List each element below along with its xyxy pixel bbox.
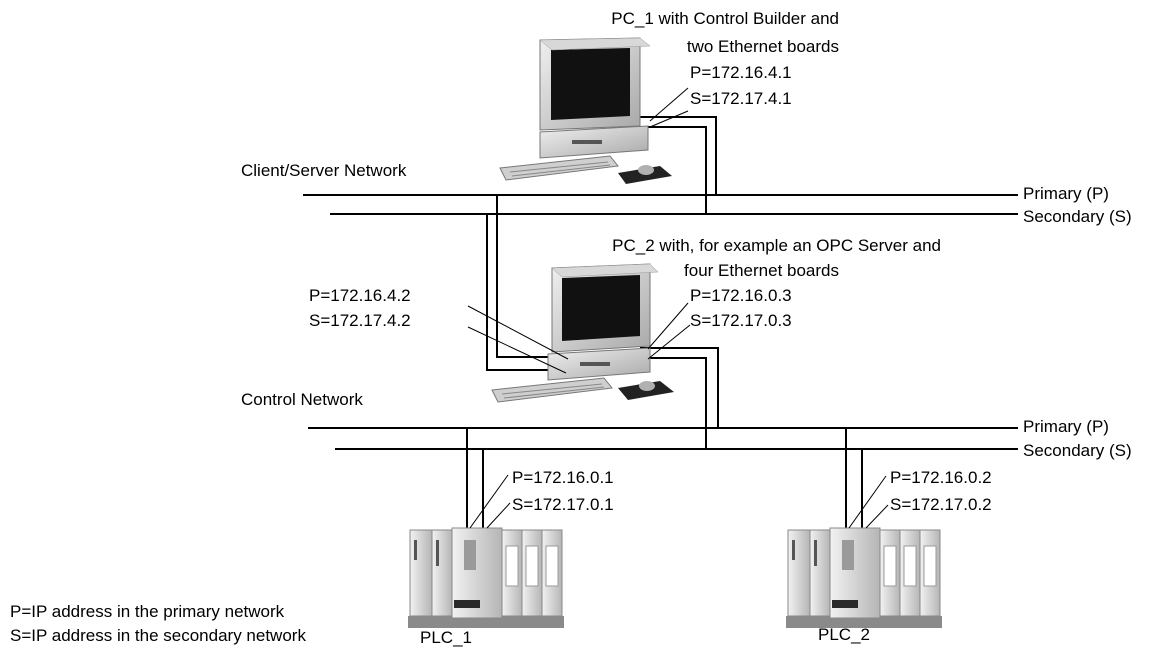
pc2-left-secondary-leader xyxy=(467,326,567,374)
pc1-mouse xyxy=(638,165,654,175)
plc1-ports xyxy=(454,600,480,608)
pc2-mouse xyxy=(639,381,655,391)
plc2-secondary-leader xyxy=(865,504,889,529)
plc1-rack xyxy=(408,527,564,628)
pc2-caption-line2: four Ethernet boards xyxy=(684,261,839,280)
plc2-baseplate xyxy=(786,616,942,628)
pc2-right-secondary-ip: S=172.17.0.3 xyxy=(690,311,792,330)
pc2-left-secondary-cable xyxy=(486,214,575,371)
cs-network-label: Client/Server Network xyxy=(241,161,407,180)
pc2-left-secondary-ip: S=172.17.4.2 xyxy=(309,311,411,330)
plc1-secondary-leader xyxy=(486,502,511,529)
pc2-right-primary-ip: P=172.16.0.3 xyxy=(690,286,792,305)
pc1-primary-cable xyxy=(640,116,717,195)
plc1-primary-leader xyxy=(469,474,509,529)
pc2-keyboard xyxy=(491,377,613,403)
plc1-baseplate xyxy=(408,616,564,628)
pc2-left-primary-ip: P=172.16.4.2 xyxy=(309,286,411,305)
ctrl-primary-label: Primary (P) xyxy=(1023,417,1109,436)
plc2-rack xyxy=(786,527,942,628)
cs-secondary-label: Secondary (S) xyxy=(1023,207,1132,226)
plc1-primary-ip: P=172.16.0.1 xyxy=(512,468,614,487)
plc1-secondary-ip: S=172.17.0.1 xyxy=(512,495,614,514)
ctrl-network-label: Control Network xyxy=(241,390,363,409)
client-server-network xyxy=(303,194,1018,215)
control-network xyxy=(308,427,1018,450)
pc1-secondary-ip: S=172.17.4.1 xyxy=(690,89,792,108)
pc2-left-primary-leader xyxy=(467,305,569,360)
pc1-primary-leader xyxy=(649,87,689,122)
cs-primary-label: Primary (P) xyxy=(1023,184,1109,203)
pc1-keyboard xyxy=(499,155,619,181)
plc2-primary-ip: P=172.16.0.2 xyxy=(890,468,992,487)
pc1-secondary-leader xyxy=(649,110,689,128)
cables xyxy=(466,116,863,528)
pc1-secondary-cable xyxy=(640,126,707,214)
pc1-primary-ip: P=172.16.4.1 xyxy=(690,63,792,82)
legend-secondary: S=IP address in the secondary network xyxy=(10,626,306,645)
pc2-right-primary-cable xyxy=(640,347,719,428)
pc1-computer xyxy=(499,37,672,184)
plc1-name: PLC_1 xyxy=(420,628,472,647)
pc2-right-secondary-leader xyxy=(647,324,691,360)
plc2-ports xyxy=(832,600,858,608)
pc1-mouse-pad xyxy=(618,166,672,184)
pc2-right-primary-leader xyxy=(647,302,689,350)
pc2-computer xyxy=(491,263,674,403)
pc2-screen xyxy=(562,275,640,341)
pc1-caption-line1: PC_1 with Control Builder and xyxy=(611,9,839,28)
pc1-caption-line2: two Ethernet boards xyxy=(687,37,839,56)
plc2-primary-leader xyxy=(848,475,887,529)
ctrl-secondary-label: Secondary (S) xyxy=(1023,441,1132,460)
plc2-secondary-ip: S=172.17.0.2 xyxy=(890,495,992,514)
pc2-right-secondary-cable xyxy=(640,357,707,449)
pc2-caption-line1: PC_2 with, for example an OPC Server and xyxy=(612,236,941,255)
legend-primary: P=IP address in the primary network xyxy=(10,602,285,621)
leader-lines xyxy=(467,87,889,529)
plc2-name: PLC_2 xyxy=(818,625,870,644)
pc1-screen xyxy=(551,48,630,120)
